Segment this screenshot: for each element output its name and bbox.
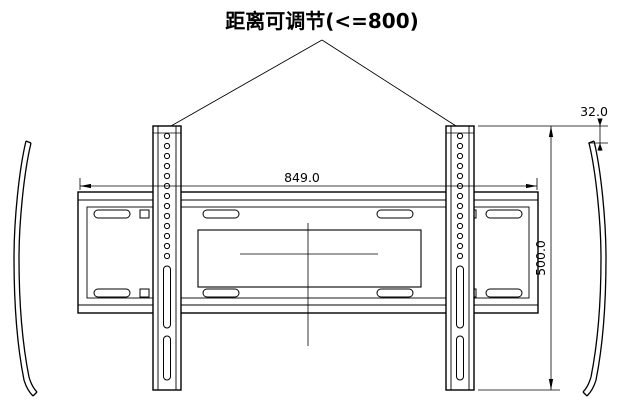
left-rail: [152, 125, 182, 391]
left-side-view: [13, 140, 38, 397]
width-dimension-label: 849.0: [284, 170, 320, 185]
offset-dimension-label: 32.0: [580, 104, 608, 119]
centerlines: [240, 223, 378, 346]
rail-slots: [163, 265, 171, 381]
drawing-title: 距离可调节(<=800): [225, 9, 419, 33]
height-dimension: 500.0: [478, 125, 608, 391]
right-side-view: [582, 140, 607, 397]
offset-dimension: 32.0: [580, 104, 608, 151]
width-dimension: 849.0: [79, 170, 538, 190]
leader-lines: [170, 39, 457, 127]
right-rail: [446, 126, 474, 390]
height-dimension-label: 500.0: [533, 240, 548, 276]
